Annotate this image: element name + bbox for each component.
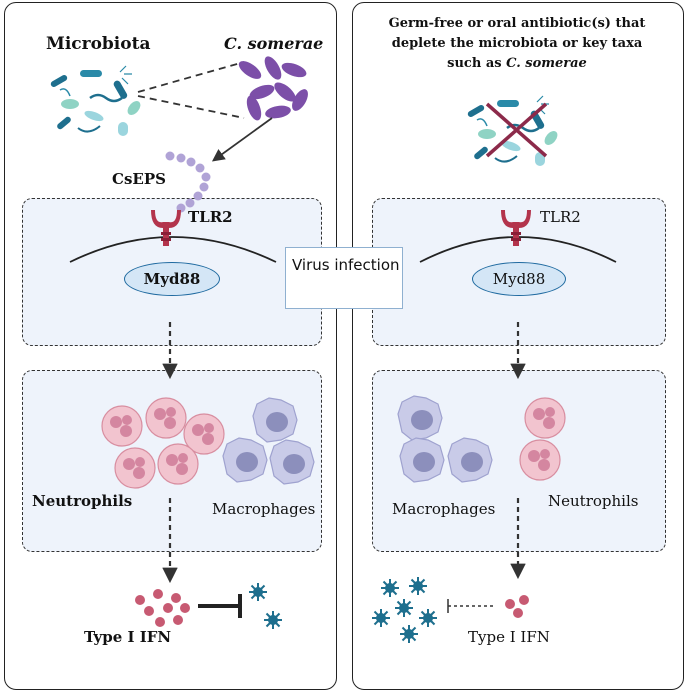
right-title-species: C. somerae (506, 56, 587, 71)
right-tlr2-label: TLR2 (540, 208, 581, 226)
tlr2-label: TLR2 (188, 208, 233, 226)
neutrophils-label: Neutrophils (32, 492, 133, 510)
left-immune-box (22, 370, 322, 552)
right-title-prefix: such as (447, 56, 507, 71)
microbiota-label: Microbiota (46, 34, 151, 54)
right-title-line1: Germ-free or oral antibiotic(s) that (388, 16, 646, 31)
left-panel (4, 2, 337, 690)
c-somerae-label: C. somerae (224, 34, 324, 53)
right-panel (352, 2, 684, 690)
right-neutrophils-label: Neutrophils (548, 492, 639, 510)
right-macrophages-label: Macrophages (392, 500, 496, 518)
right-immune-box (372, 370, 666, 552)
right-title-line3: such as C. somerae (368, 56, 666, 71)
type-i-ifn-label: Type I IFN (84, 628, 172, 646)
right-title-line2: deplete the microbiota or key taxa (391, 36, 643, 51)
virus-infection-label: Virus infection (292, 256, 400, 274)
myd88-ellipse: Myd88 (124, 262, 220, 296)
virus-infection-box (285, 247, 403, 309)
right-myd88-ellipse: Myd88 (472, 262, 566, 296)
macrophages-label: Macrophages (212, 500, 316, 518)
right-type-i-ifn-label: Type I IFN (468, 628, 550, 646)
cseps-label: CsEPS (112, 170, 166, 188)
